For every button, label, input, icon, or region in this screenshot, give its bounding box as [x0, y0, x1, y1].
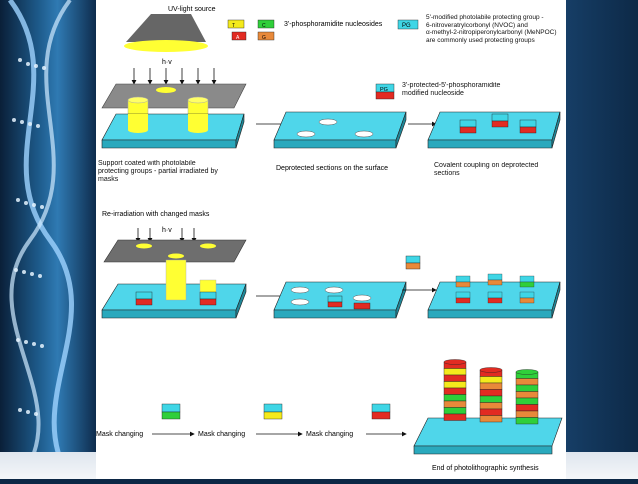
mask2-hole [136, 243, 152, 249]
support-caption: Support coated with photolabile protecti… [98, 160, 218, 183]
stack-layer [443, 381, 467, 389]
stack-layer [443, 368, 467, 376]
mask-changing-1: Mask changing [96, 431, 143, 438]
mask-changing-2: Mask changing [198, 431, 245, 438]
reirradiation-title: Re-irradiation with changed masks [102, 211, 210, 218]
stack-top [443, 359, 467, 365]
pg-legend-icon [397, 19, 419, 30]
stack-layer [479, 402, 503, 410]
uv-source-label: UV-light source [168, 6, 216, 13]
nucleoside-legend-icons [227, 19, 275, 41]
mask-1 [101, 83, 247, 109]
hv-label-1: h·v [162, 59, 172, 66]
stack-layer [479, 408, 503, 416]
stack-layer [515, 404, 539, 412]
uv-light-beam [124, 40, 208, 52]
pg-g-nucleoside-icon [405, 255, 421, 270]
light-arrows-2 [135, 228, 197, 243]
stack-layer [443, 407, 467, 415]
stack-layer [443, 387, 467, 395]
nucleosides-label: 3'-phosphoramidite nucleosides [284, 21, 383, 28]
mask2-hole [168, 253, 184, 259]
stack-layer [515, 391, 539, 399]
stack-top [515, 369, 539, 375]
stack-layer [443, 374, 467, 382]
stack-layer [443, 413, 467, 421]
base-a: A [236, 35, 240, 41]
deprotected-caption: Deprotected sections on the surface [276, 165, 388, 172]
stack-layer [515, 410, 539, 418]
mask-2 [103, 239, 247, 263]
deprotected-surface-2 [273, 281, 407, 319]
uv-lamp [126, 14, 206, 42]
protected-nucleoside-text: 3'-protected-5'-phosphoramidite modified… [402, 82, 501, 97]
protected-pg-label: PG [380, 87, 388, 93]
final-oligo-stacks [443, 359, 539, 425]
mask-changing-3: Mask changing [306, 431, 353, 438]
final-surface [413, 417, 563, 455]
mask-hole [156, 87, 176, 93]
stack-layer [479, 395, 503, 403]
coupled-nucleosides [459, 113, 537, 134]
stack-layer [515, 378, 539, 386]
base-c: C [262, 23, 266, 29]
base-t: T [232, 23, 235, 29]
stack-top [479, 367, 503, 373]
hv-label-2: h·v [162, 227, 172, 234]
stack-layer [515, 397, 539, 405]
photolithography-diagram: UV-light source h·v Su [96, 6, 563, 472]
diagram-panel: UV-light source h·v Su [96, 0, 566, 479]
support-slab-2 [101, 259, 247, 319]
stack-layer [515, 384, 539, 392]
end-caption: End of photolithographic synthesis [432, 465, 539, 472]
right-background [566, 0, 638, 479]
coupling-caption: Covalent coupling on deprotected section… [434, 162, 539, 177]
support-slab-1 [101, 113, 245, 149]
stack-layer [479, 389, 503, 397]
pg-legend-label: PG [402, 23, 411, 29]
stack-layer [479, 376, 503, 384]
base-g: G [262, 35, 266, 41]
protected-nucleoside-icon [375, 83, 395, 100]
mask2-hole [200, 243, 216, 249]
dna-helix-graphic [7, 0, 74, 479]
stack-layer [479, 382, 503, 390]
stack-layer [515, 417, 539, 425]
dna-helix-background [0, 0, 96, 479]
deprotected-surface [273, 111, 407, 149]
stack-layer [479, 415, 503, 423]
light-arrows-1 [131, 68, 217, 85]
stack-layer [443, 394, 467, 402]
step3-nucleoside-icons [161, 403, 391, 420]
coupled-surface-2 [427, 273, 561, 319]
protecting-groups-text: 5'-modified photolabile protecting group… [426, 14, 557, 44]
stack-layer [443, 400, 467, 408]
